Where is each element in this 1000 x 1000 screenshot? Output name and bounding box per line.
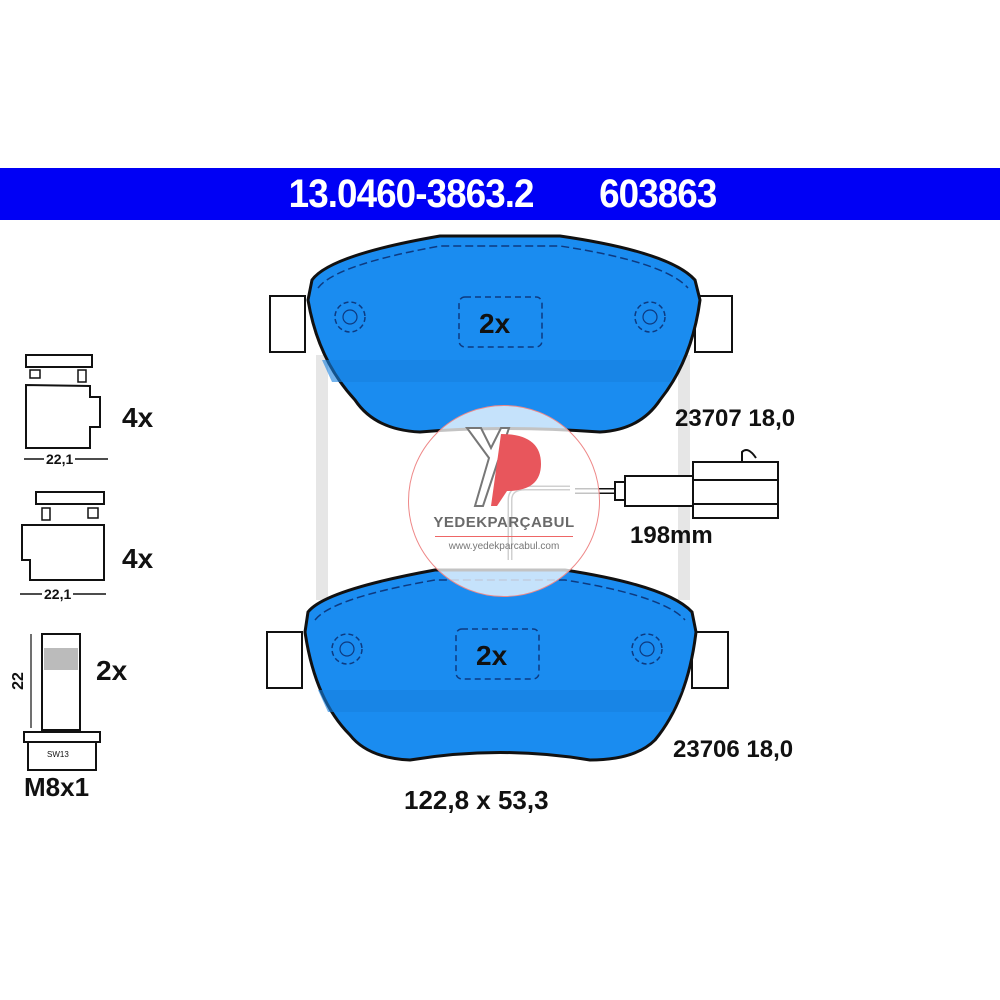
bolt-drawing — [23, 633, 101, 771]
lower-pad-thickness: 18,0 — [746, 736, 794, 763]
lower-pad-spec: 23706 18,0 — [673, 736, 793, 764]
bolt-quantity: 2x — [96, 655, 128, 686]
watermark-divider — [435, 536, 573, 537]
upper-pad-quantity: 2x — [479, 308, 511, 339]
upper-pad-spec: 23707 18,0 — [675, 405, 795, 433]
bolt-wrench-size: SW13 — [47, 750, 69, 759]
upper-pad-code: 23707 — [675, 405, 742, 432]
clip-lower-quantity: 4x — [122, 543, 154, 574]
lower-pad-quantity: 2x — [476, 640, 508, 671]
watermark-brand: YEDEKPARÇABUL — [433, 514, 575, 531]
clip-upper-quantity: 4x — [122, 402, 154, 433]
watermark-url: www.yedekparcabul.com — [448, 541, 560, 552]
bolt-length: 22 — [9, 672, 27, 690]
upper-pad-thickness: 18,0 — [748, 405, 796, 432]
clip-lower-drawing — [20, 491, 106, 595]
watermark-logo-icon — [465, 427, 541, 507]
clip-upper-drawing — [24, 354, 108, 460]
clip-lower-width: 22,1 — [42, 586, 74, 602]
ref-number: 603863 — [599, 171, 717, 216]
sensor-length: 198mm — [630, 522, 713, 549]
lower-pad-code: 23706 — [673, 736, 740, 763]
clip-upper-width: 22,1 — [44, 451, 76, 467]
upper-pad-drawing — [269, 234, 733, 434]
part-number-banner: 13.0460-3863.2 603863 — [0, 168, 1000, 220]
watermark-badge: YEDEKPARÇABUL www.yedekparcabul.com — [408, 405, 600, 597]
part-number: 13.0460-3863.2 — [288, 171, 535, 216]
bolt-thread: M8x1 — [24, 772, 90, 802]
pad-dimensions: 122,8 x 53,3 — [404, 785, 549, 815]
